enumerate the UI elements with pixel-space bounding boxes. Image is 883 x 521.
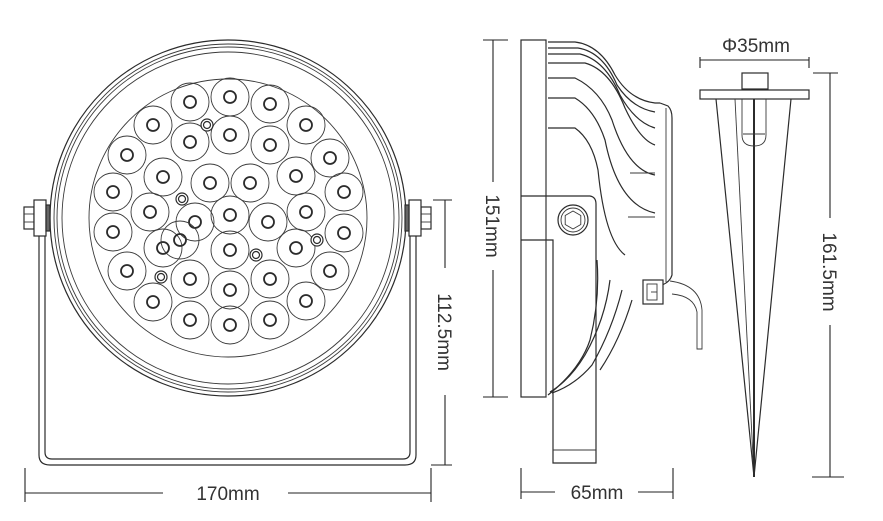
led-icon — [170, 300, 210, 340]
led-icon — [190, 163, 230, 203]
spike-length-label: 161.5mm — [818, 232, 839, 311]
left-bolt-icon — [23, 199, 51, 237]
depth-dimension — [520, 468, 674, 499]
screw-set — [154, 118, 324, 284]
housing-outer-ring — [49, 39, 407, 397]
screw-icon — [251, 250, 261, 260]
led-icon — [210, 270, 250, 310]
led-icon — [170, 122, 210, 162]
led-icon — [107, 135, 147, 175]
bracket-height-dimension — [431, 199, 452, 466]
led-icon — [170, 82, 210, 122]
led-icon — [286, 281, 326, 321]
led-icon — [130, 192, 170, 232]
right-bolt-icon — [404, 199, 432, 237]
screw-icon — [156, 272, 166, 282]
side-height-label: 151mm — [481, 194, 502, 257]
led-icon — [286, 192, 326, 232]
led-icon — [210, 230, 250, 270]
led-icon — [175, 202, 215, 242]
width-label: 170mm — [196, 484, 259, 505]
led-icon — [93, 172, 133, 212]
led-icon — [286, 105, 326, 145]
screw-icon — [177, 194, 187, 204]
led-icon — [133, 105, 173, 145]
led-icon — [107, 251, 147, 291]
led-icon — [133, 282, 173, 322]
cable-connector — [642, 279, 664, 305]
led-icon — [250, 125, 290, 165]
bracket-height-label: 112.5mm — [433, 293, 454, 371]
led-icon — [310, 138, 350, 178]
side-height-dimension — [483, 39, 508, 398]
side-view: 151mm — [481, 39, 703, 504]
led-icon — [310, 251, 350, 291]
led-array — [93, 77, 364, 345]
u-bracket — [38, 200, 417, 466]
mounting-arm — [521, 195, 597, 464]
led-icon — [250, 300, 290, 340]
led-icon — [324, 172, 364, 212]
led-icon — [230, 163, 270, 203]
arm-bolt-icon — [557, 204, 589, 236]
width-dimension — [24, 468, 432, 502]
led-icon — [324, 213, 364, 253]
led-icon — [276, 156, 316, 196]
led-icon — [210, 195, 250, 235]
depth-label: 65mm — [571, 483, 624, 504]
spike-diameter-dimension — [699, 57, 810, 68]
screw-icon — [312, 235, 322, 245]
led-icon — [143, 228, 183, 268]
led-icon — [276, 228, 316, 268]
led-icon — [160, 220, 200, 260]
spike-flange — [699, 89, 810, 100]
led-icon — [250, 259, 290, 299]
led-icon — [210, 115, 250, 155]
screw-icon — [202, 120, 212, 130]
spike-length-dimension — [812, 72, 844, 478]
led-icon — [170, 259, 210, 299]
led-icon — [210, 77, 250, 117]
led-icon — [210, 305, 250, 345]
led-icon — [250, 84, 290, 124]
led-icon — [248, 202, 288, 242]
front-bezel — [520, 39, 547, 398]
led-icon — [143, 157, 183, 197]
led-icon — [93, 212, 133, 252]
front-view: 170mm 112.5mm — [23, 39, 454, 505]
spike-diameter-label: Φ35mm — [722, 36, 790, 57]
spike-cap — [741, 72, 769, 90]
ground-spike-view: Φ35mm 161.5mm — [699, 36, 844, 478]
led-plate — [88, 78, 368, 358]
cable — [669, 280, 703, 350]
